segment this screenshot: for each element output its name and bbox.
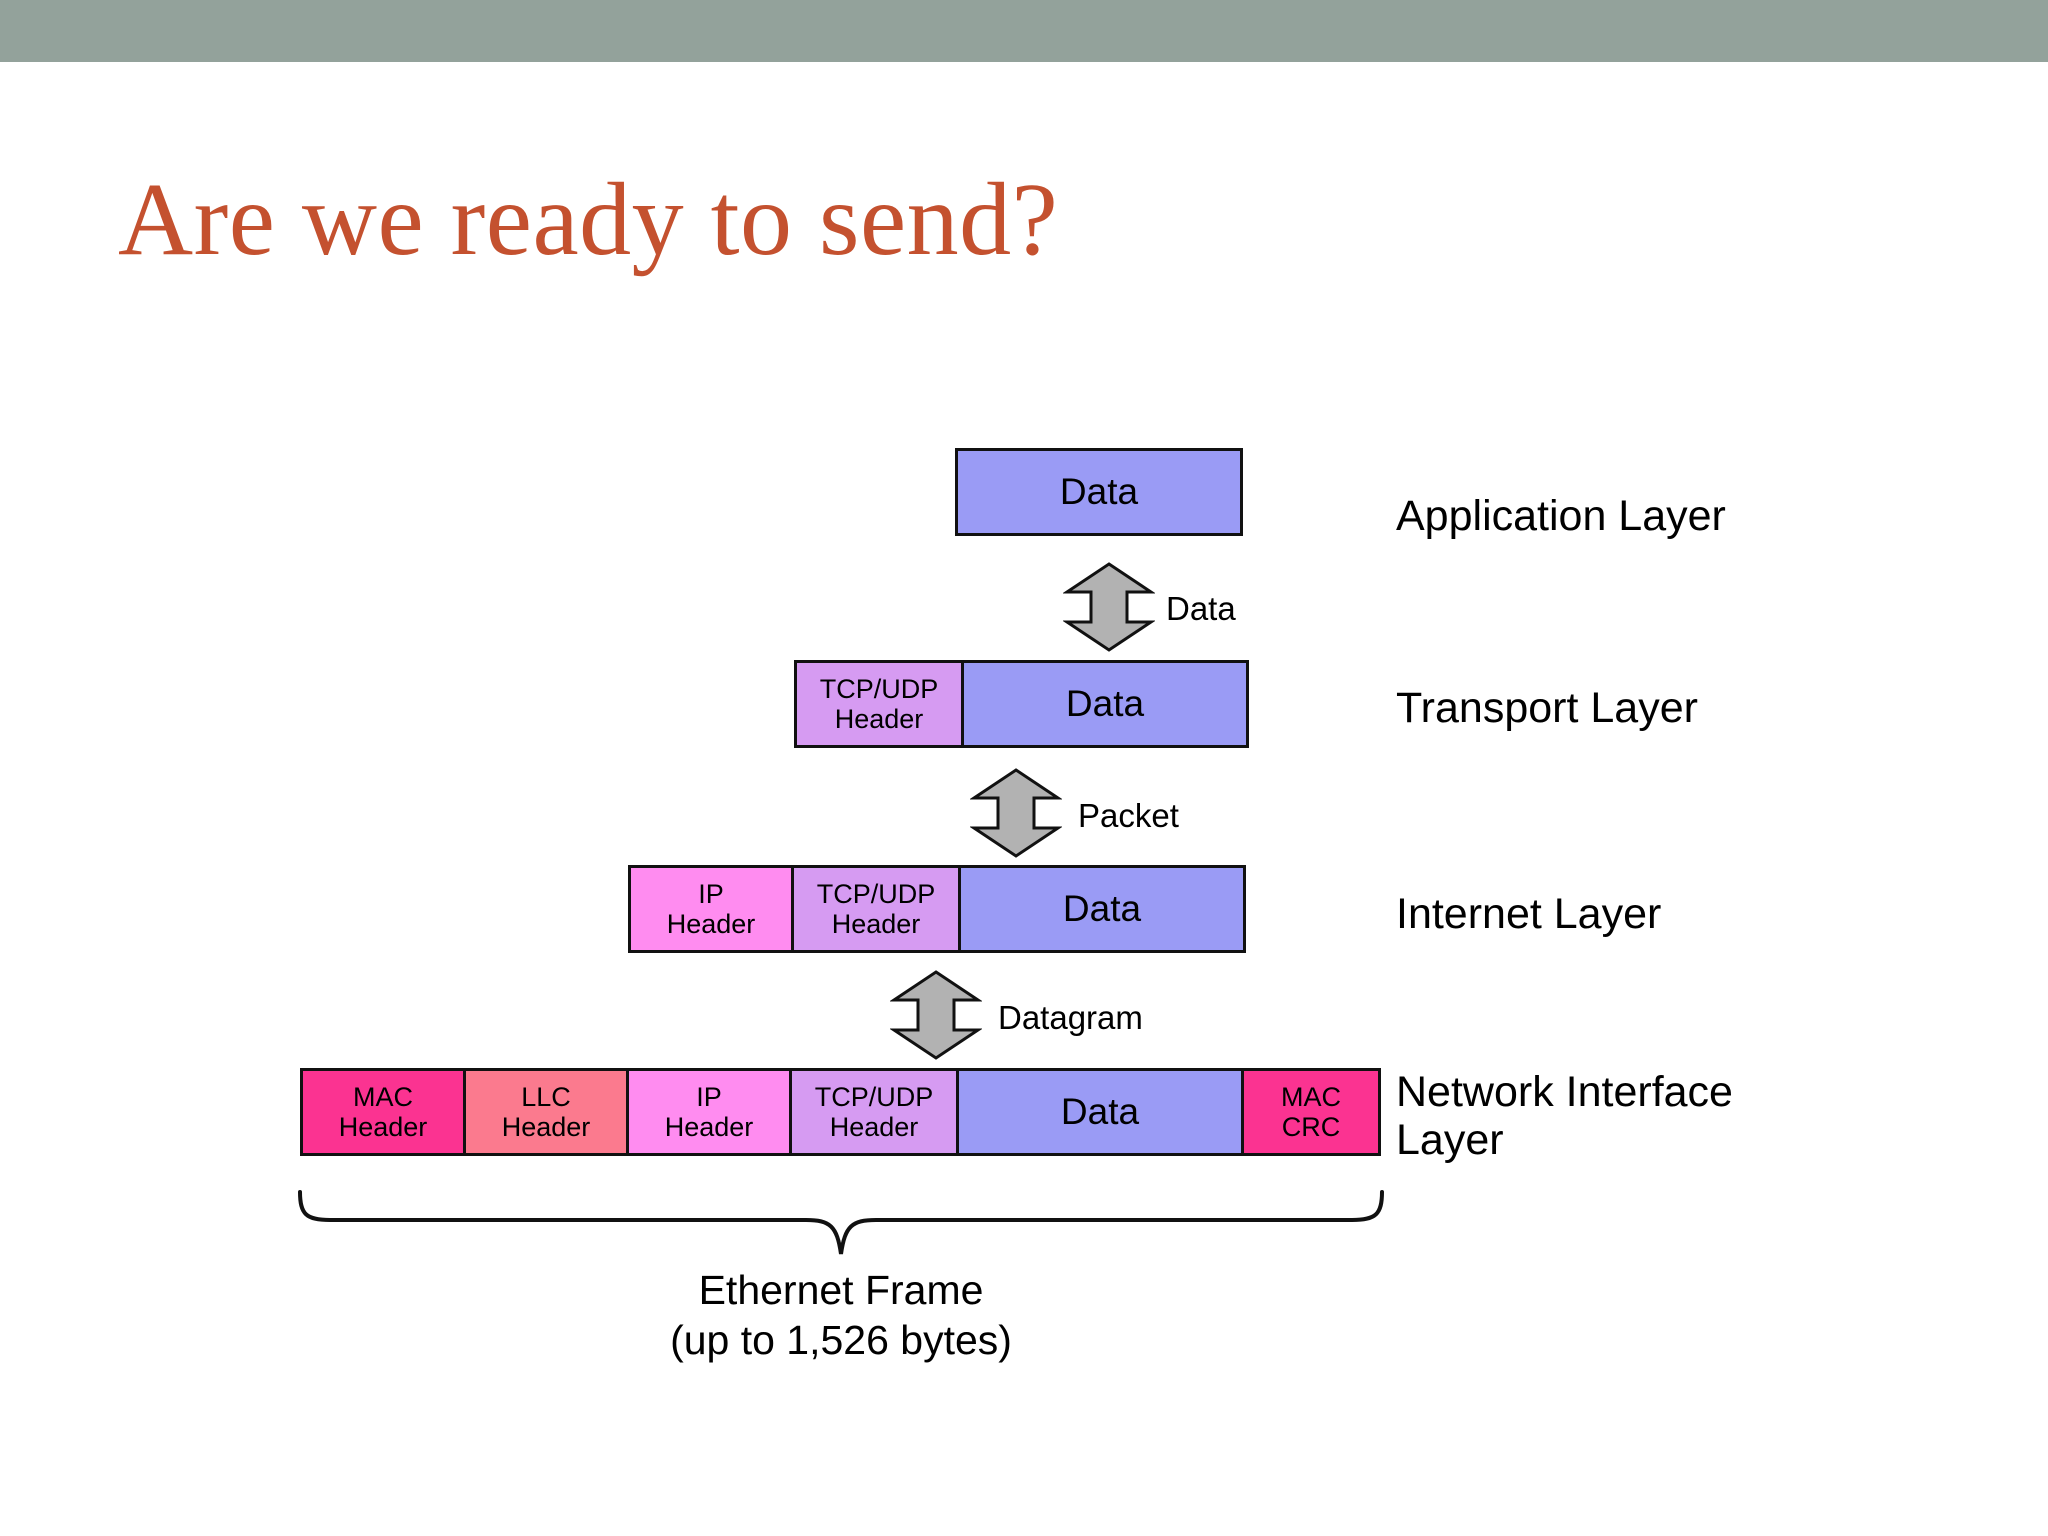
- segment-label-line2: Header: [834, 704, 924, 734]
- layer-label-internet: Internet Layer: [1396, 890, 1662, 938]
- page-title: Are we ready to send?: [118, 162, 1059, 277]
- arrow-label-datagram: Datagram: [998, 999, 1143, 1036]
- pdu-row-transport: TCP/UDP Header Data: [794, 660, 1249, 748]
- segment-label-line2: Header: [831, 909, 921, 939]
- layer-label-application: Application Layer: [1396, 492, 1726, 540]
- layer-label-line1: Network Interface: [1396, 1068, 1733, 1116]
- segment-label-line2: Header: [664, 1112, 754, 1142]
- segment-label-line1: Data: [1060, 1091, 1140, 1133]
- segment-mac-header[interactable]: MAC Header: [300, 1068, 466, 1156]
- segment-tcp-udp-header[interactable]: TCP/UDP Header: [794, 660, 964, 748]
- ethernet-frame-caption: Ethernet Frame(up to 1,526 bytes): [296, 1265, 1386, 1365]
- segment-label-line2: Header: [501, 1112, 591, 1142]
- layer-label-transport: Transport Layer: [1396, 684, 1698, 732]
- segment-mac-crc[interactable]: MAC CRC: [1241, 1068, 1381, 1156]
- double-arrow-vertical-icon: [889, 970, 983, 1065]
- pdu-row-network-interface: MAC Header LLC Header IP Header TCP/UDP …: [300, 1068, 1381, 1156]
- segment-data[interactable]: Data: [955, 448, 1243, 536]
- segment-ip-header[interactable]: IP Header: [628, 865, 794, 953]
- segment-data[interactable]: Data: [958, 865, 1246, 953]
- arrow-label-data: Data: [1166, 590, 1236, 627]
- segment-label-line1: TCP/UDP: [814, 1081, 934, 1112]
- segment-label-line1: IP: [698, 878, 724, 909]
- segment-label-line1: TCP/UDP: [819, 673, 939, 704]
- segment-label-line2: CRC: [1281, 1112, 1341, 1142]
- segment-label-line1: Data: [1059, 471, 1139, 513]
- double-arrow-vertical-icon: [969, 768, 1063, 863]
- segment-label-line1: MAC: [1281, 1081, 1341, 1112]
- slide-header-bar: [0, 0, 2048, 62]
- ethernet-frame-caption-line1: Ethernet Frame: [698, 1267, 984, 1313]
- segment-tcp-udp-header[interactable]: TCP/UDP Header: [789, 1068, 959, 1156]
- ethernet-frame-brace-icon: [296, 1190, 1386, 1265]
- segment-label-line2: Header: [666, 909, 756, 939]
- segment-label-line2: Header: [829, 1112, 919, 1142]
- segment-ip-header[interactable]: IP Header: [626, 1068, 792, 1156]
- segment-label-line1: IP: [696, 1081, 722, 1112]
- layer-label-line2: Layer: [1396, 1116, 1504, 1165]
- ethernet-frame-caption-line2: (up to 1,526 bytes): [670, 1317, 1012, 1364]
- segment-label-line1: TCP/UDP: [816, 878, 936, 909]
- segment-label-line1: Data: [1062, 888, 1142, 930]
- segment-tcp-udp-header[interactable]: TCP/UDP Header: [791, 865, 961, 953]
- segment-label-line2: Header: [338, 1112, 428, 1142]
- pdu-row-application: Data: [955, 448, 1243, 536]
- double-arrow-vertical-icon: [1062, 562, 1156, 657]
- arrow-label-packet: Packet: [1078, 797, 1179, 834]
- pdu-row-internet: IP Header TCP/UDP Header Data: [628, 865, 1246, 953]
- segment-llc-header[interactable]: LLC Header: [463, 1068, 629, 1156]
- segment-label-line1: Data: [1065, 683, 1145, 725]
- segment-label-line1: LLC: [521, 1081, 571, 1112]
- segment-data[interactable]: Data: [961, 660, 1249, 748]
- segment-data[interactable]: Data: [956, 1068, 1244, 1156]
- segment-label-line1: MAC: [353, 1081, 413, 1112]
